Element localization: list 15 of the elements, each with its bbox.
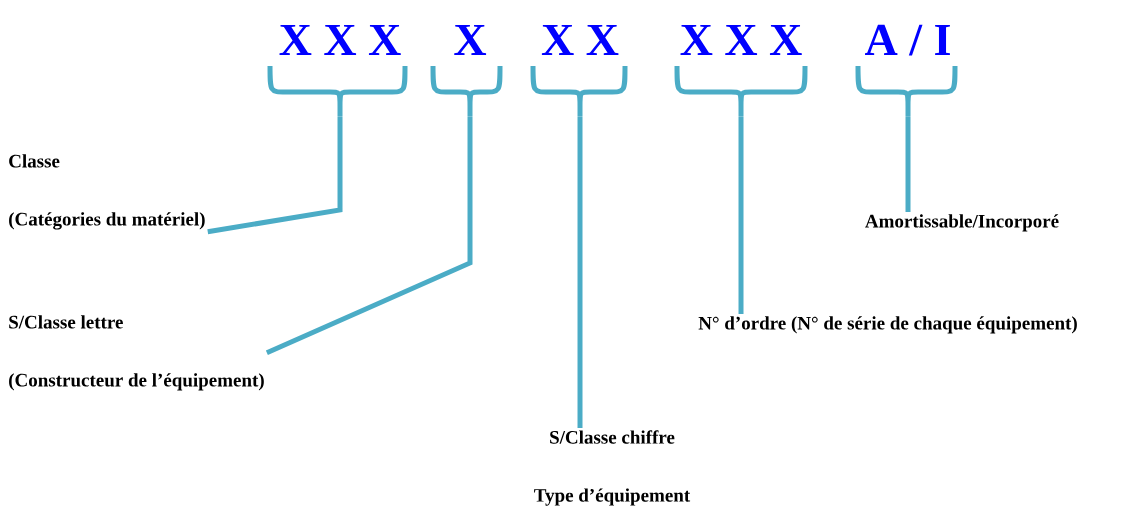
description-text: S/Classe lettre (Constructeur de l’équipement) [9, 315, 264, 391]
code-letters: X X [541, 24, 619, 55]
leader-line [265, 116, 473, 356]
description-text: Classe (Catégories du matériel) [9, 154, 205, 230]
description-text: S/Classe chiffre Type d’équipement [534, 430, 691, 506]
description-text: N° d’ordre (N° de série de chaque équipement) [698, 316, 1077, 334]
leader-line [207, 116, 343, 235]
leader-line [738, 116, 744, 314]
code-letters: X X X [680, 24, 802, 55]
code-letters: X [454, 24, 487, 55]
code-letters: A / I [865, 24, 950, 56]
description-text: Amortissable/Incorporé [865, 214, 1059, 232]
leader-line [905, 116, 911, 212]
leader-line [577, 116, 583, 428]
code-letters: X X X [279, 24, 401, 55]
